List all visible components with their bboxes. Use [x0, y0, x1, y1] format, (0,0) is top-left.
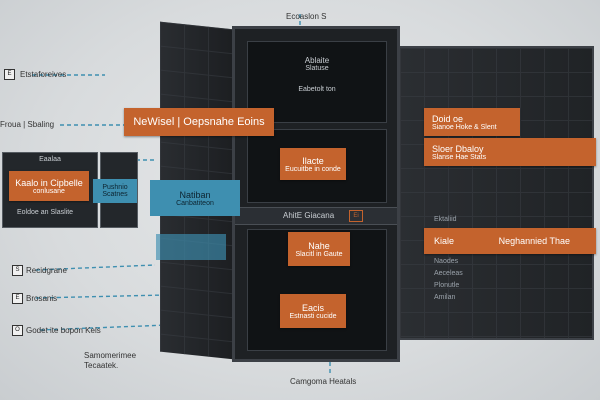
left-panel-footer: Eoldoe an Slaslite	[17, 209, 74, 216]
diagram-bottom-title: Camgoma Heatals	[290, 377, 357, 386]
center-box-2: Nahe Slacitl in Gaute	[288, 232, 350, 266]
center-blue-line1: Natiban	[179, 189, 211, 200]
small-panel-blue-line1: Pushnio	[102, 184, 128, 191]
cabinet-mid-label: AhitE Giacana	[283, 211, 335, 220]
left-label-2: Froua | Sbaling	[0, 120, 55, 129]
right-box-3: Kiale Neghannied Thae	[424, 228, 596, 254]
left-panel-orange-box: Kaalo in Cipbelle conlusane	[9, 171, 89, 201]
diagram-top-title: Ecoaslon S	[286, 12, 327, 21]
cabinet-mid-badge: Ei	[349, 210, 363, 222]
rack-label-1: Ektaliid	[434, 216, 457, 223]
recidgrane-icon: S	[12, 265, 23, 276]
rack-label-4: Plonutle	[434, 282, 460, 289]
rack-label-5: Amilan	[434, 294, 456, 301]
small-panel-blue-box: Pushnio Scatnes	[93, 179, 137, 203]
right-box-2-sub: Slanse Hae Stats	[432, 153, 487, 161]
screen-title-3: Eabetolt ton	[298, 86, 336, 93]
center-blue-ghost-box	[156, 234, 226, 260]
center-box-1-sub: Eucuitbe in conde	[285, 165, 341, 173]
left-label-6b: Tecaatek.	[84, 361, 119, 370]
etstaforeives-icon: E	[4, 69, 15, 80]
rack-label-3: Aeceleas	[434, 270, 463, 277]
right-box-2-title: Sloer Dbaloy	[432, 143, 484, 154]
right-box-1: Doid oe Sianoe Hoke & Slent	[424, 108, 520, 136]
left-panel: Eaalaa Kaalo in Cipbelle conlusane Eoldo…	[2, 152, 98, 228]
screen-title-1: Ablaite	[304, 56, 330, 65]
small-panel: Pushnio Scatnes	[93, 152, 138, 228]
godet-icon: O	[12, 325, 23, 336]
center-box-2-title: Nahe	[308, 240, 330, 251]
center-box-3-sub: Estnasti cucide	[289, 312, 337, 320]
brosanis-icon: E	[12, 293, 23, 304]
left-label-4: Brosanis	[26, 294, 58, 303]
center-box-1: Ilacte Eucuitbe in conde	[280, 148, 346, 180]
left-label-1: Etstaforeives	[20, 70, 67, 79]
left-label-5: Godet ite bopon Kels	[26, 326, 101, 335]
left-panel-orange-line2: conlusane	[33, 187, 65, 195]
banner-box: NeWisel | Oepsnahe Eoins	[124, 108, 274, 136]
center-box-3: Eacis Estnasti cucide	[280, 294, 346, 328]
center-blue-box: Natiban Canbatiteon	[150, 180, 240, 216]
left-label-3: Recidgrane	[26, 266, 67, 275]
cabinet-right-rack: Ektaliid Naodes Aeceleas Plonutle Amilan	[398, 46, 594, 340]
center-box-2-sub: Slacitl in Gaute	[295, 250, 343, 258]
right-box-1-title: Doid oe	[432, 113, 464, 124]
right-box-3-left: Kiale	[434, 236, 455, 246]
center-box-3-title: Eacis	[301, 302, 324, 313]
screen-title-2: Slatuse	[305, 65, 329, 72]
center-blue-line2: Canbatiteon	[176, 199, 214, 207]
right-box-3-right: Neghannied Thae	[498, 236, 570, 246]
cabinet-mid-bar: AhitE Giacana Ei	[235, 207, 397, 225]
cabinet-screen-middle	[247, 129, 387, 203]
left-label-6a: Samomerimee	[84, 351, 137, 360]
right-box-2: Sloer Dbaloy Slanse Hae Stats	[424, 138, 596, 166]
small-panel-blue-line2: Scatnes	[102, 191, 128, 198]
banner-text: NeWisel | Oepsnahe Eoins	[133, 116, 265, 128]
rack-label-2: Naodes	[434, 258, 459, 265]
left-panel-orange-line1: Kaalo in Cipbelle	[15, 177, 83, 188]
left-panel-title: Eaalaa	[39, 156, 61, 163]
right-box-1-sub: Sianoe Hoke & Slent	[432, 123, 497, 131]
center-box-1-title: Ilacte	[302, 155, 324, 166]
